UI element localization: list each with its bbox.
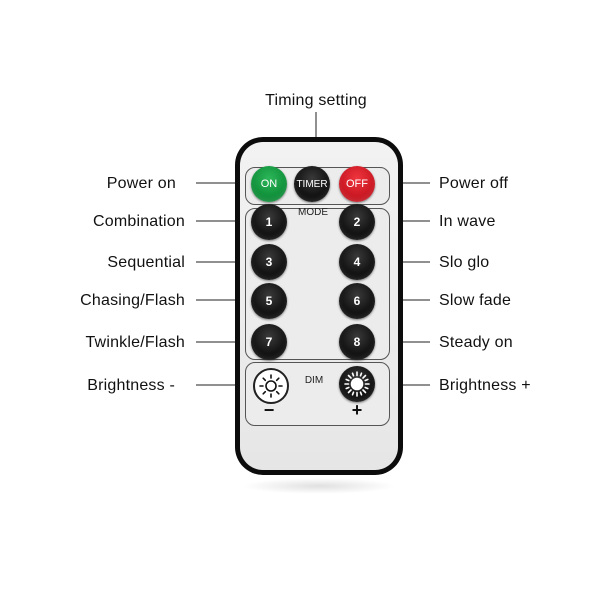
mode-button-6[interactable]: 6 — [339, 283, 375, 319]
remote-shadow — [242, 478, 396, 494]
dim-label: DIM — [296, 375, 332, 386]
mode-button-8[interactable]: 8 — [339, 324, 375, 360]
off-button[interactable]: OFF — [339, 166, 375, 202]
mode-button-2[interactable]: 2 — [339, 204, 375, 240]
label-slow-fade: Slow fade — [439, 292, 511, 310]
mode-label: MODE — [290, 207, 336, 218]
mode-button-5[interactable]: 5 — [251, 283, 287, 319]
mode-button-4[interactable]: 4 — [339, 244, 375, 280]
on-button[interactable]: ON — [251, 166, 287, 202]
mode-button-3[interactable]: 3 — [251, 244, 287, 280]
label-combination: Combination — [40, 213, 185, 231]
label-slo-glo: Slo glo — [439, 254, 489, 272]
label-timing-setting: Timing setting — [236, 92, 396, 110]
sun-filled-icon — [343, 370, 371, 398]
timer-button[interactable]: TIMER — [294, 166, 330, 202]
label-power-off: Power off — [439, 175, 508, 193]
label-steady-on: Steady on — [439, 334, 513, 352]
label-brightness-plus: Brightness + — [439, 377, 531, 395]
sun-outline-icon — [258, 373, 284, 399]
brightness-up-button[interactable] — [339, 366, 375, 402]
mode-button-7[interactable]: 7 — [251, 324, 287, 360]
brightness-down-button[interactable] — [253, 368, 289, 404]
label-in-wave: In wave — [439, 213, 496, 231]
mode-button-1[interactable]: 1 — [251, 204, 287, 240]
label-power-on: Power on — [40, 175, 176, 193]
label-sequential: Sequential — [40, 254, 185, 272]
label-chasing-flash: Chasing/Flash — [40, 292, 185, 310]
plus-sign: + — [347, 400, 367, 421]
label-brightness-minus: Brightness - — [40, 377, 175, 395]
minus-sign: − — [259, 400, 279, 421]
label-twinkle-flash: Twinkle/Flash — [40, 334, 185, 352]
